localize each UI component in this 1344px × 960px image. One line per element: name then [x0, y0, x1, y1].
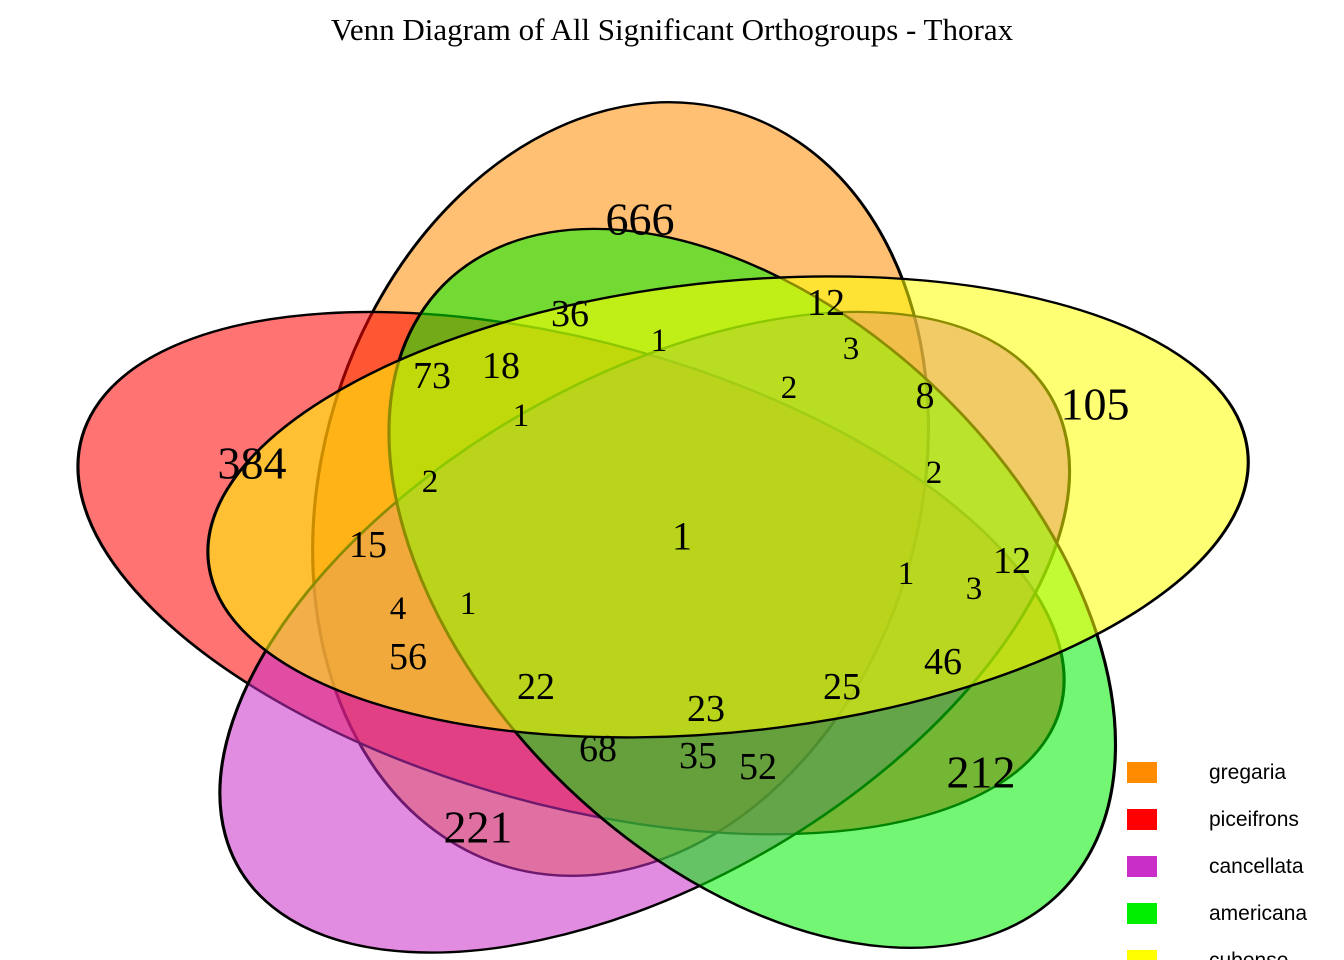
legend-item-piceifrons: piceifrons [1127, 796, 1307, 843]
region-count: 221 [444, 802, 513, 853]
legend-item-americana: americana [1127, 890, 1307, 937]
region-count: 35 [679, 735, 717, 777]
region-count: 68 [579, 728, 617, 770]
region-count: 3 [966, 571, 983, 607]
region-count: 2 [781, 370, 798, 406]
legend-label-americana: americana [1209, 901, 1308, 925]
americana-color-swatch [1127, 903, 1157, 924]
region-count: 36 [551, 293, 589, 335]
region-count: 3 [843, 331, 860, 367]
region-count: 12 [993, 540, 1031, 582]
legend-label-gregaria: gregaria [1209, 760, 1287, 784]
page-title: Venn Diagram of All Significant Orthogro… [330, 12, 1014, 47]
legend-label-cubense: cubense [1209, 948, 1289, 960]
legend-item-cubense: cubense [1127, 937, 1307, 960]
region-count: 4 [390, 591, 407, 627]
region-count: 212 [947, 747, 1016, 798]
legend-label-cancellata: cancellata [1209, 854, 1304, 878]
region-count: 384 [218, 438, 287, 489]
region-count: 25 [823, 666, 861, 708]
legend-item-cancellata: cancellata [1127, 843, 1307, 890]
region-count: 46 [924, 641, 962, 683]
region-count: 56 [389, 636, 427, 678]
region-count: 1 [898, 556, 915, 592]
region-count: 1 [513, 398, 530, 434]
legend-item-gregaria: gregaria [1127, 749, 1307, 796]
region-count: 2 [422, 464, 439, 500]
region-count: 8 [916, 375, 935, 417]
cancellata-color-swatch [1127, 856, 1157, 877]
region-count: 15 [349, 524, 387, 566]
region-count: 18 [482, 345, 520, 387]
cubense-color-swatch [1127, 950, 1157, 960]
region-count: 1 [672, 514, 692, 559]
legend: gregaria piceifrons cancellata americana cub… [1127, 749, 1307, 960]
piceifrons-color-swatch [1127, 809, 1157, 830]
ellipse-cubense [206, 275, 1250, 739]
region-count: 52 [739, 746, 777, 788]
region-count: 23 [687, 688, 725, 730]
region-count: 73 [413, 355, 451, 397]
gregaria-color-swatch [1127, 762, 1157, 783]
region-count: 12 [807, 282, 845, 324]
legend-label-piceifrons: piceifrons [1209, 807, 1299, 831]
region-count: 22 [517, 666, 555, 708]
region-count: 105 [1061, 379, 1130, 430]
venn-ellipses [76, 101, 1250, 954]
region-count: 1 [460, 586, 477, 622]
region-count: 2 [926, 455, 943, 491]
region-count: 666 [606, 194, 675, 245]
region-count: 1 [651, 323, 668, 359]
